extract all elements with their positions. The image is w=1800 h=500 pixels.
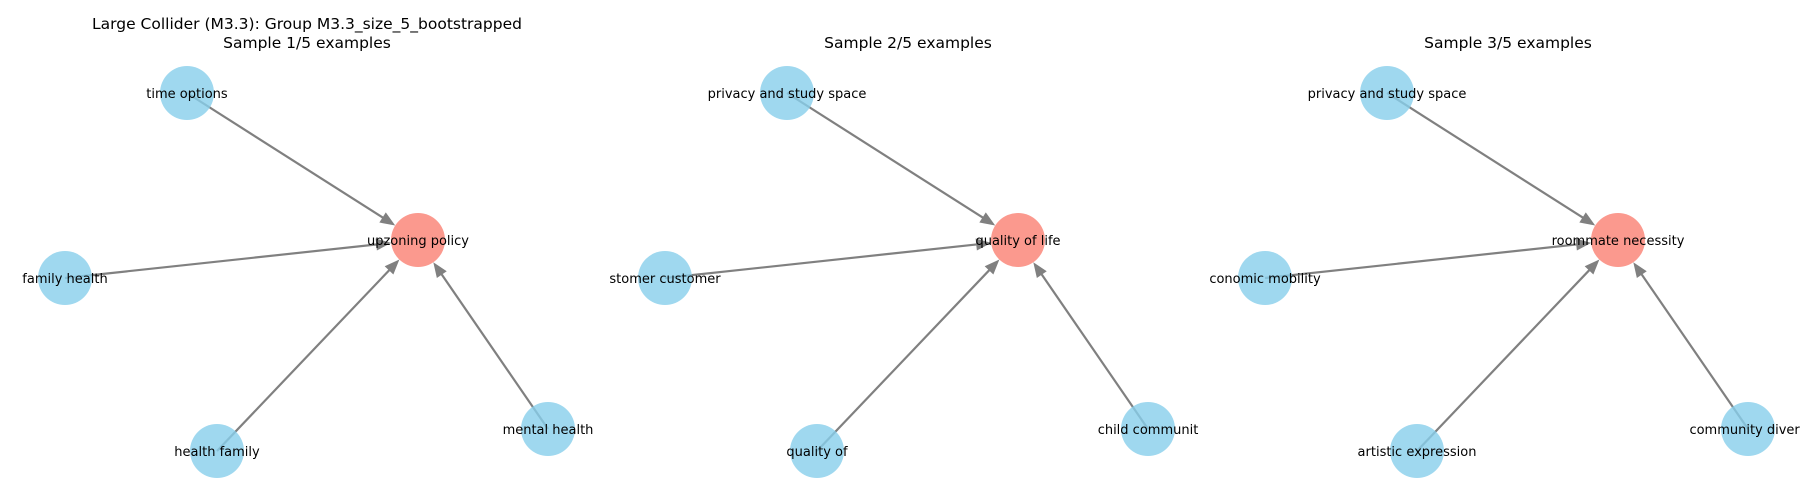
edge-arrowhead — [1584, 259, 1600, 275]
edge-line — [1416, 261, 1598, 452]
node-circle — [1721, 402, 1775, 456]
cause-node-health-family: health family — [174, 424, 260, 478]
cause-node-time-options: time options — [146, 66, 228, 120]
node-label: roommate necessity — [1552, 234, 1685, 249]
edge-arrowhead — [384, 259, 400, 275]
node-circle — [190, 424, 244, 478]
edge-line — [64, 242, 388, 280]
edge-arrowhead — [984, 259, 1000, 275]
edge-arrowhead — [375, 238, 392, 251]
node-circle — [1591, 213, 1645, 267]
panel-3: Sample 3/5 examples privacy and study spa… — [1209, 34, 1800, 478]
node-label: health family — [174, 445, 260, 460]
edges — [1264, 92, 1749, 452]
edge-line — [664, 242, 988, 280]
edge-line — [1264, 242, 1588, 280]
node-circle — [991, 213, 1045, 267]
panel-title: Sample 2/5 examples — [824, 34, 992, 52]
node-label: mental health — [503, 423, 594, 438]
node-circle — [790, 424, 844, 478]
cause-node-community-divers: community divers — [1689, 402, 1800, 456]
node-circle — [1360, 66, 1414, 120]
cause-node-conomic-mobility: conomic mobility — [1209, 251, 1321, 305]
cause-node-privacy-and-study-space: privacy and study space — [1308, 66, 1467, 120]
node-circle — [1121, 402, 1175, 456]
node-label: quality of life — [975, 234, 1060, 249]
node-circle — [1390, 424, 1444, 478]
node-circle — [160, 66, 214, 120]
node-label: community divers — [1689, 423, 1800, 438]
node-circle — [391, 213, 445, 267]
node-label: upzoning policy — [367, 234, 469, 249]
node-label: privacy and study space — [708, 87, 867, 102]
node-label: quality of — [786, 445, 848, 460]
panel-title: Sample 3/5 examples — [1424, 34, 1592, 52]
node-circle — [38, 251, 92, 305]
panel-2: Sample 2/5 examples privacy and study spa… — [609, 34, 1198, 478]
edge-line — [816, 261, 998, 452]
effect-node-quality-of-life: quality of life — [975, 213, 1061, 267]
cause-node-child-communit: child communit — [1098, 402, 1199, 456]
node-circle — [760, 66, 814, 120]
cause-node-family-health: family health — [22, 251, 108, 305]
node-label: family health — [22, 272, 107, 287]
node-circle — [1238, 251, 1292, 305]
cause-node-quality-of: quality of — [786, 424, 848, 478]
node-label: privacy and study space — [1308, 87, 1467, 102]
node-label: time options — [146, 87, 228, 102]
edge-arrowhead — [975, 238, 992, 251]
panel-title: Sample 1/5 examples — [223, 34, 391, 52]
effect-node-roommate-necessity: roommate necessity — [1552, 213, 1685, 267]
edges — [64, 92, 549, 452]
edge-arrowhead — [1033, 262, 1047, 279]
edge-arrowhead — [1575, 238, 1592, 251]
node-label: stomer customer — [609, 272, 721, 287]
effect-node-upzoning-policy: upzoning policy — [367, 213, 469, 267]
node-label: conomic mobility — [1209, 272, 1321, 287]
cause-node-artistic-expression: artistic expression — [1358, 424, 1477, 478]
edge-line — [434, 264, 549, 430]
node-label: child communit — [1098, 423, 1199, 438]
edge-arrowhead — [979, 212, 996, 226]
edge-line — [216, 261, 398, 452]
edge-line — [1386, 92, 1593, 225]
edge-arrowhead — [433, 262, 447, 279]
cause-node-privacy-and-study-space: privacy and study space — [708, 66, 867, 120]
edge-arrowhead — [379, 212, 396, 226]
figure-title: Large Collider (M3.3): Group M3.3_size_5… — [92, 15, 522, 34]
node-circle — [521, 402, 575, 456]
cause-node-mental-health: mental health — [503, 402, 594, 456]
edge-line — [1034, 264, 1149, 430]
cause-node-stomer-customer: stomer customer — [609, 251, 721, 305]
edge-arrowhead — [1579, 212, 1596, 226]
edge-line — [186, 92, 393, 225]
edge-line — [1634, 264, 1749, 430]
node-circle — [638, 251, 692, 305]
edge-arrowhead — [1633, 262, 1647, 279]
node-label: artistic expression — [1358, 445, 1477, 460]
panel-1: Sample 1/5 examples time options family he… — [22, 34, 593, 478]
edges — [664, 92, 1149, 452]
panels: Sample 1/5 examples time options family he… — [22, 34, 1800, 478]
edge-line — [786, 92, 993, 225]
